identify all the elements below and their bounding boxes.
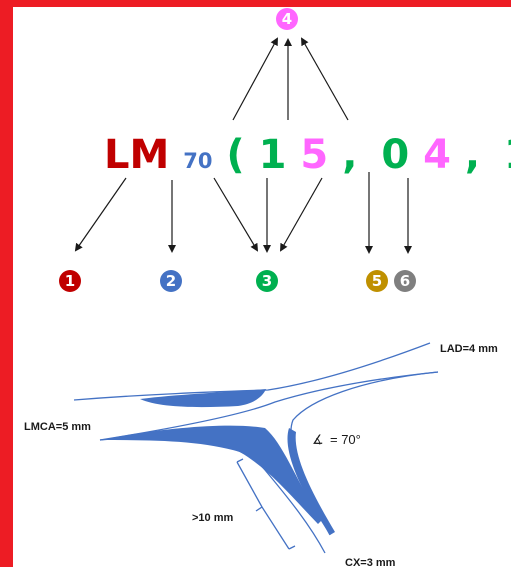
badge-2-circle: [160, 270, 182, 292]
length-bracket-mid-tick: [255, 506, 263, 512]
vessel-lad-lower-wall: [99, 371, 439, 441]
badge-4-number: 4: [282, 10, 292, 28]
badge-3-circle: [256, 270, 278, 292]
angle-icon: ∡: [312, 432, 324, 447]
vessel-upper-wall: [73, 342, 431, 401]
length-bracket-top-tick: [236, 458, 244, 463]
plaque-cx-outer: [287, 428, 335, 535]
badge-1-number: 1: [65, 272, 75, 290]
badge-6-circle: [394, 270, 416, 292]
arrow-13-to-4: [301, 37, 349, 121]
label-angle-value: = 70°: [330, 432, 361, 447]
badge-3: 3: [256, 270, 278, 292]
vessel-drawing: [73, 342, 439, 554]
label-cx: CX=3 mm: [345, 557, 396, 567]
arrow-lm-to-1: [74, 177, 127, 252]
formula-seg2-digit2: 4: [423, 132, 451, 178]
arrow-15-to-4: [232, 37, 278, 121]
badge-6-number: 6: [400, 272, 410, 290]
badge-2: 2: [160, 270, 182, 292]
plaque-upper: [140, 389, 266, 408]
formula-lm: LM: [104, 132, 169, 178]
badge-1: 1: [59, 270, 81, 292]
formula-sep1: ,: [342, 132, 357, 178]
badge-1-circle: [59, 270, 81, 292]
label-lad: LAD=4 mm: [440, 343, 498, 355]
formula-open-paren: (: [226, 132, 244, 178]
badge-5: 5: [366, 270, 388, 292]
frame-left-border: [0, 0, 13, 567]
formula-seg3-digit1: 1: [504, 132, 511, 178]
arrow-13-to-3: [280, 177, 323, 252]
badge-2-number: 2: [166, 272, 176, 290]
frame-top-border: [0, 0, 511, 7]
badge-6: 6: [394, 270, 416, 292]
badge-3-number: 3: [262, 272, 272, 290]
badge-5-number: 5: [372, 272, 382, 290]
formula-sep2: ,: [465, 132, 480, 178]
formula-seg2-digit1: 0: [381, 132, 409, 178]
arrows-to-bottom-badges: [74, 172, 412, 254]
formula-seg1-digit2: 5: [300, 132, 328, 178]
length-bracket-bottom-tick: [288, 545, 296, 550]
arrows-to-badge-4: [232, 37, 349, 121]
label-length: >10 mm: [192, 512, 233, 524]
plaque-lower-lmca-cx: [100, 425, 322, 524]
arrow-15-to-3: [213, 177, 259, 252]
label-lmca: LMCA=5 mm: [24, 421, 91, 433]
badge-4-circle: [276, 8, 298, 30]
badge-5-circle: [366, 270, 388, 292]
syntax-formula: LM 70 ( 1 5 , 0 4 , 1 3 * , L ): [104, 120, 511, 178]
formula-subscript: 70: [183, 149, 212, 173]
formula-seg1-digit1: 1: [259, 132, 287, 178]
badge-4: 4: [276, 8, 298, 30]
